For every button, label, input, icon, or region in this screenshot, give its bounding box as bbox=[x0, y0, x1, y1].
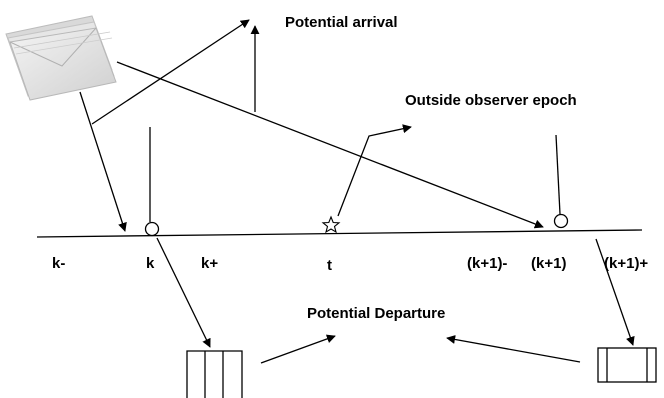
potential-arrival-diagonal-arrow bbox=[91, 19, 250, 125]
tick-label: k- bbox=[52, 255, 65, 272]
observer-epoch-arrow bbox=[337, 124, 412, 217]
tick-label: (k+1) bbox=[531, 255, 566, 272]
k-plus-one-marker-stem bbox=[555, 134, 561, 215]
potential-arrival-label: Potential arrival bbox=[285, 14, 398, 31]
tick-label: (k+1)+ bbox=[604, 255, 648, 272]
outside-observer-epoch-label: Outside observer epoch bbox=[405, 92, 577, 109]
departure-arrow-from-k bbox=[156, 237, 211, 348]
envelope-stack-icon bbox=[5, 15, 117, 101]
potential-departure-left-arrow bbox=[260, 334, 336, 364]
time-axis bbox=[36, 229, 643, 238]
queue-server-icon bbox=[597, 347, 657, 383]
departure-arrow-from-k-plus-one bbox=[595, 238, 635, 346]
arrival-arrow-to-k-plus-one-minus bbox=[116, 61, 544, 229]
circle-marker-icon bbox=[144, 221, 160, 237]
potential-departure-label: Potential Departure bbox=[307, 305, 445, 322]
arrival-arrow-to-k-minus bbox=[79, 91, 127, 232]
circle-marker-icon bbox=[553, 213, 569, 229]
tick-label: t bbox=[327, 257, 332, 274]
queue-server-icon bbox=[186, 350, 243, 398]
potential-departure-right-arrow bbox=[446, 335, 581, 363]
tick-label: k+ bbox=[201, 255, 218, 272]
tick-label: (k+1)- bbox=[467, 255, 507, 272]
tick-label: k bbox=[146, 255, 155, 272]
star-marker-icon bbox=[321, 215, 341, 234]
